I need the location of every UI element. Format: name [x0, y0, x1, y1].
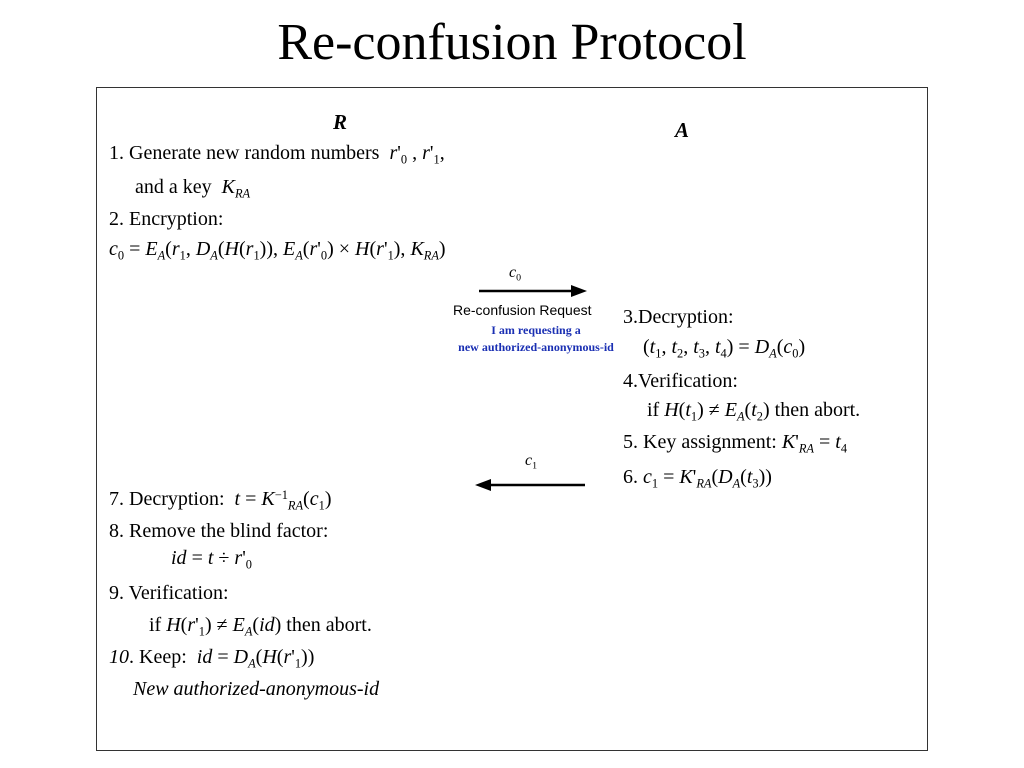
- step-1-label: 1. Generate new random numbers: [109, 142, 380, 164]
- request-note-line-2: new authorized-anonymous-id: [458, 340, 614, 354]
- request-label: Re-confusion Request: [453, 302, 592, 318]
- protocol-panel: R A 1. Generate new random numbers r'0 ,…: [96, 87, 928, 751]
- step-2-equation: c0 = EA(r1, DA(H(r1)), EA(r'0) × H(r'1),…: [109, 238, 446, 263]
- step-9-equation: if H(r'1) ≠ EA(id) then abort.: [149, 614, 372, 639]
- step-6-equation: 6. c1 = K'RA(DA(t3)): [623, 466, 772, 491]
- key-kra: KRA: [221, 176, 251, 201]
- step-1-variables: r'0 , r'1,: [389, 142, 445, 167]
- step-3-equation: (t1, t2, t3, t4) = DA(c0): [643, 336, 806, 361]
- party-a-header: A: [675, 118, 690, 142]
- step-8-label: 8. Remove the blind factor:: [109, 520, 329, 542]
- step-5-text: 5. Key assignment: K'RA = t4: [623, 431, 848, 456]
- c1-label: c1: [525, 452, 538, 472]
- slide-title: Re-confusion Protocol: [277, 14, 747, 71]
- step-4-label: 4.Verification:: [623, 370, 738, 392]
- c0-label: c0: [509, 264, 522, 284]
- step-10-text: 10. Keep: id = DA(H(r'1)): [109, 646, 315, 671]
- step-1b-text: and a key KRA: [135, 176, 250, 201]
- step-5-label: 5. Key assignment:: [623, 431, 777, 453]
- step-2-label: 2. Encryption:: [109, 208, 224, 230]
- step-8-equation: id = t ÷ r'0: [171, 547, 252, 572]
- step-3-label: 3.Decryption:: [623, 306, 734, 328]
- step-1-text: 1. Generate new random numbers r'0 , r'1…: [109, 142, 445, 167]
- request-note-line-1: I am requesting a: [491, 323, 581, 337]
- step-1b-label: and a key: [135, 176, 212, 198]
- step-4-equation: if H(t1) ≠ EA(t2) then abort.: [647, 399, 861, 424]
- c1-arrow: [475, 479, 585, 491]
- party-r-header: R: [333, 110, 348, 134]
- step-9-label: 9. Verification:: [109, 582, 229, 604]
- c0-arrow: [479, 285, 587, 297]
- step-10-note: New authorized-anonymous-id: [133, 678, 380, 700]
- step-7-label: 7. Decryption:: [109, 488, 225, 511]
- step-7-text: 7. Decryption: t = K−1RA(c1): [109, 488, 332, 513]
